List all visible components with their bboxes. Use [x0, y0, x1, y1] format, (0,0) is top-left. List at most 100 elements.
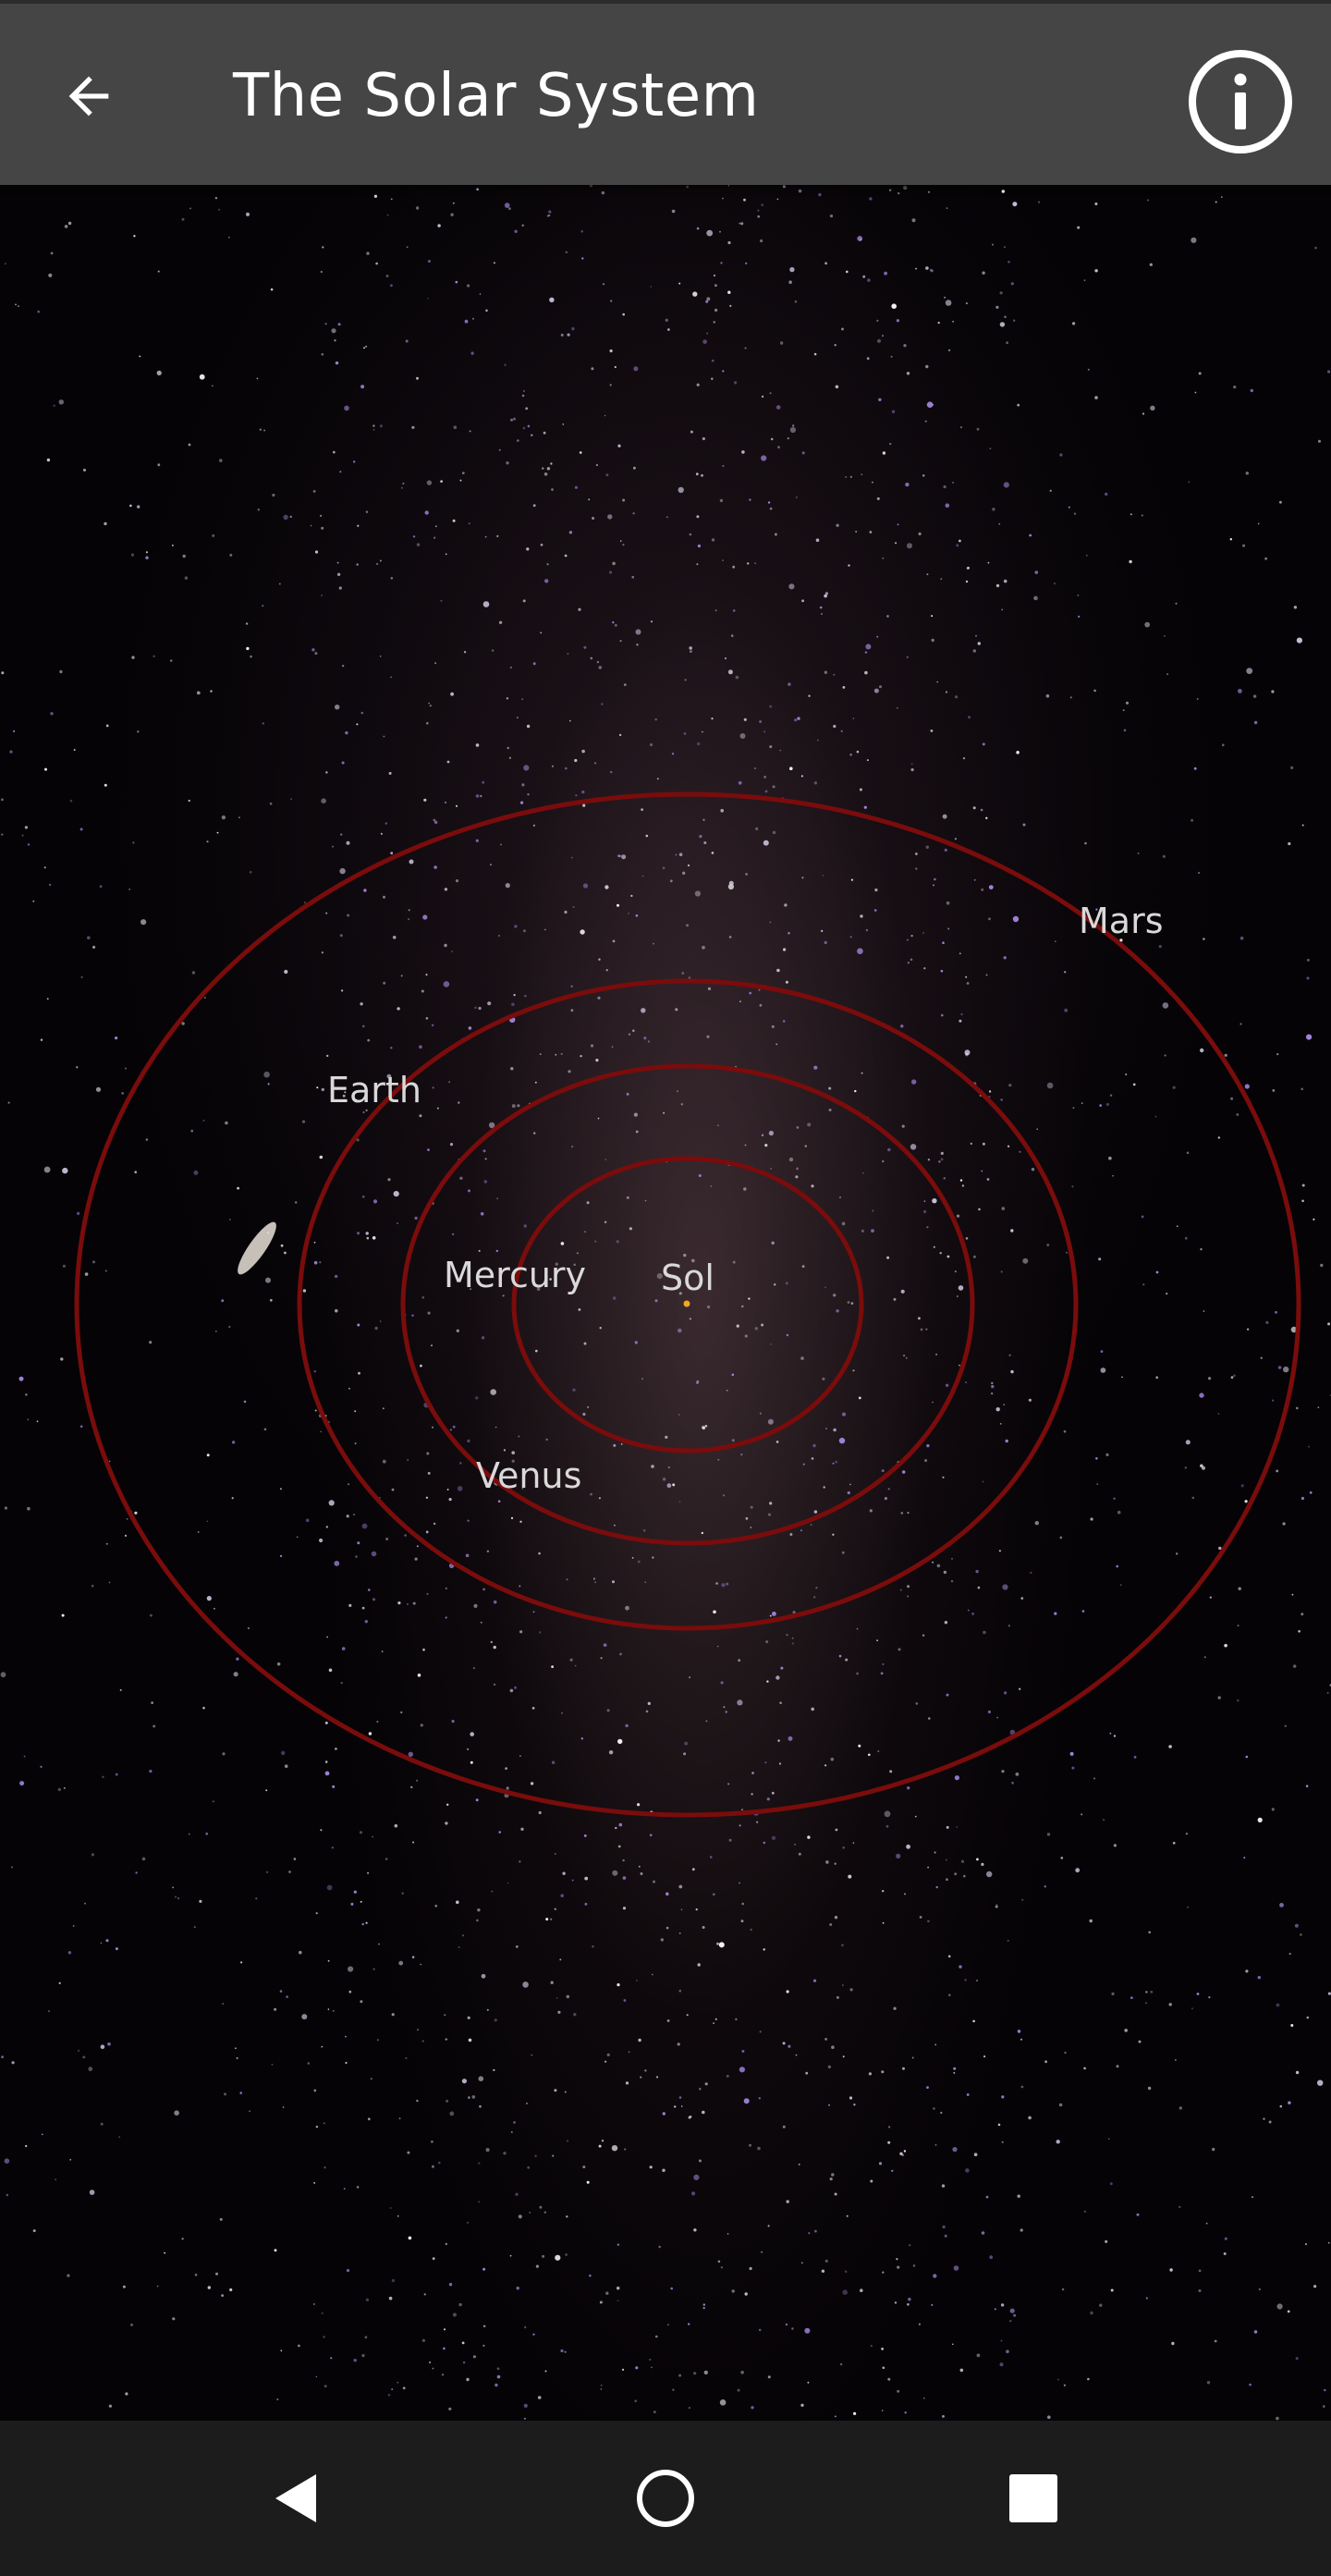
star: [743, 2098, 750, 2104]
star: [701, 1531, 703, 1535]
star: [540, 632, 543, 634]
star: [907, 1595, 910, 1598]
star: [751, 2406, 754, 2410]
sun-dot[interactable]: [683, 1300, 690, 1307]
star: [365, 1109, 368, 1111]
star: [445, 2242, 447, 2246]
star: [972, 806, 976, 810]
star: [683, 732, 687, 735]
star: [383, 981, 386, 985]
star: [199, 1899, 202, 1903]
star: [1060, 1857, 1064, 1859]
planet-label-mercury[interactable]: Mercury: [444, 1255, 587, 1295]
star: [671, 209, 676, 214]
star: [441, 2374, 445, 2376]
star: [580, 929, 585, 935]
star: [897, 523, 899, 526]
star: [683, 1253, 687, 1257]
star: [478, 2201, 481, 2203]
back-button[interactable]: [44, 52, 133, 141]
nav-back-button[interactable]: [250, 2452, 342, 2545]
star: [510, 2131, 513, 2133]
star: [1272, 1399, 1275, 1402]
star: [18, 1376, 24, 1381]
star: [404, 1534, 407, 1537]
star: [640, 2076, 642, 2079]
nav-home-button[interactable]: [619, 2452, 712, 2545]
star: [690, 650, 692, 653]
planet-label-mars[interactable]: Mars: [1079, 901, 1164, 941]
star: [67, 1951, 72, 1955]
star: [942, 941, 945, 944]
star: [548, 210, 552, 214]
star: [387, 1178, 391, 1182]
star: [365, 1921, 368, 1924]
star: [856, 1672, 859, 1675]
star: [15, 303, 17, 306]
star: [1244, 1084, 1250, 1089]
star: [1085, 554, 1088, 557]
star: [421, 1296, 425, 1299]
star: [644, 1581, 647, 1584]
star: [834, 344, 836, 347]
star: [636, 1980, 638, 1981]
star: [76, 1066, 79, 1069]
star: [945, 1858, 947, 1861]
star: [414, 1557, 418, 1561]
star: [598, 1497, 601, 1500]
star: [678, 1414, 680, 1416]
star: [491, 1890, 494, 1893]
star: [985, 974, 988, 976]
nav-recents-button[interactable]: [987, 2452, 1080, 2545]
star: [652, 1556, 654, 1559]
star: [784, 903, 788, 907]
star: [421, 2040, 424, 2042]
star: [641, 1008, 646, 1013]
star: [316, 1086, 319, 1089]
star: [554, 1853, 556, 1855]
star: [804, 1145, 807, 1147]
star: [574, 485, 579, 489]
star: [775, 1043, 778, 1046]
info-button[interactable]: [1183, 44, 1298, 159]
star: [517, 1104, 520, 1108]
star: [32, 2229, 36, 2233]
star: [481, 1336, 485, 1340]
star: [360, 1900, 362, 1903]
star: [1094, 269, 1098, 273]
star: [774, 1283, 776, 1286]
star: [193, 1926, 196, 1929]
star: [722, 370, 725, 373]
star: [375, 562, 379, 566]
star: [874, 888, 878, 892]
sun-label[interactable]: Sol: [661, 1257, 714, 1298]
star: [866, 759, 869, 762]
star: [356, 2186, 360, 2189]
star: [719, 2399, 727, 2406]
star: [707, 987, 712, 990]
planet-label-venus[interactable]: Venus: [476, 1455, 582, 1496]
star: [739, 2067, 746, 2073]
star: [92, 945, 96, 949]
star: [324, 2166, 326, 2169]
star: [451, 1720, 455, 1723]
star: [911, 2056, 914, 2059]
star: [526, 547, 530, 551]
solar-system-map[interactable]: Mars Earth Mercury Sol Venus: [0, 185, 1331, 2421]
star: [863, 805, 867, 809]
star: [207, 2286, 211, 2289]
star: [299, 1950, 302, 1955]
star: [788, 583, 795, 590]
star: [853, 2104, 856, 2106]
star: [1244, 1500, 1248, 1503]
star: [691, 1258, 695, 1263]
star: [532, 1611, 535, 1613]
star: [778, 1762, 782, 1765]
planet-label-earth[interactable]: Earth: [327, 1070, 421, 1110]
star: [776, 968, 780, 973]
star: [356, 723, 359, 726]
star: [1019, 1687, 1021, 1690]
star: [999, 322, 1006, 327]
star: [1020, 2085, 1024, 2089]
star: [269, 1298, 273, 1302]
